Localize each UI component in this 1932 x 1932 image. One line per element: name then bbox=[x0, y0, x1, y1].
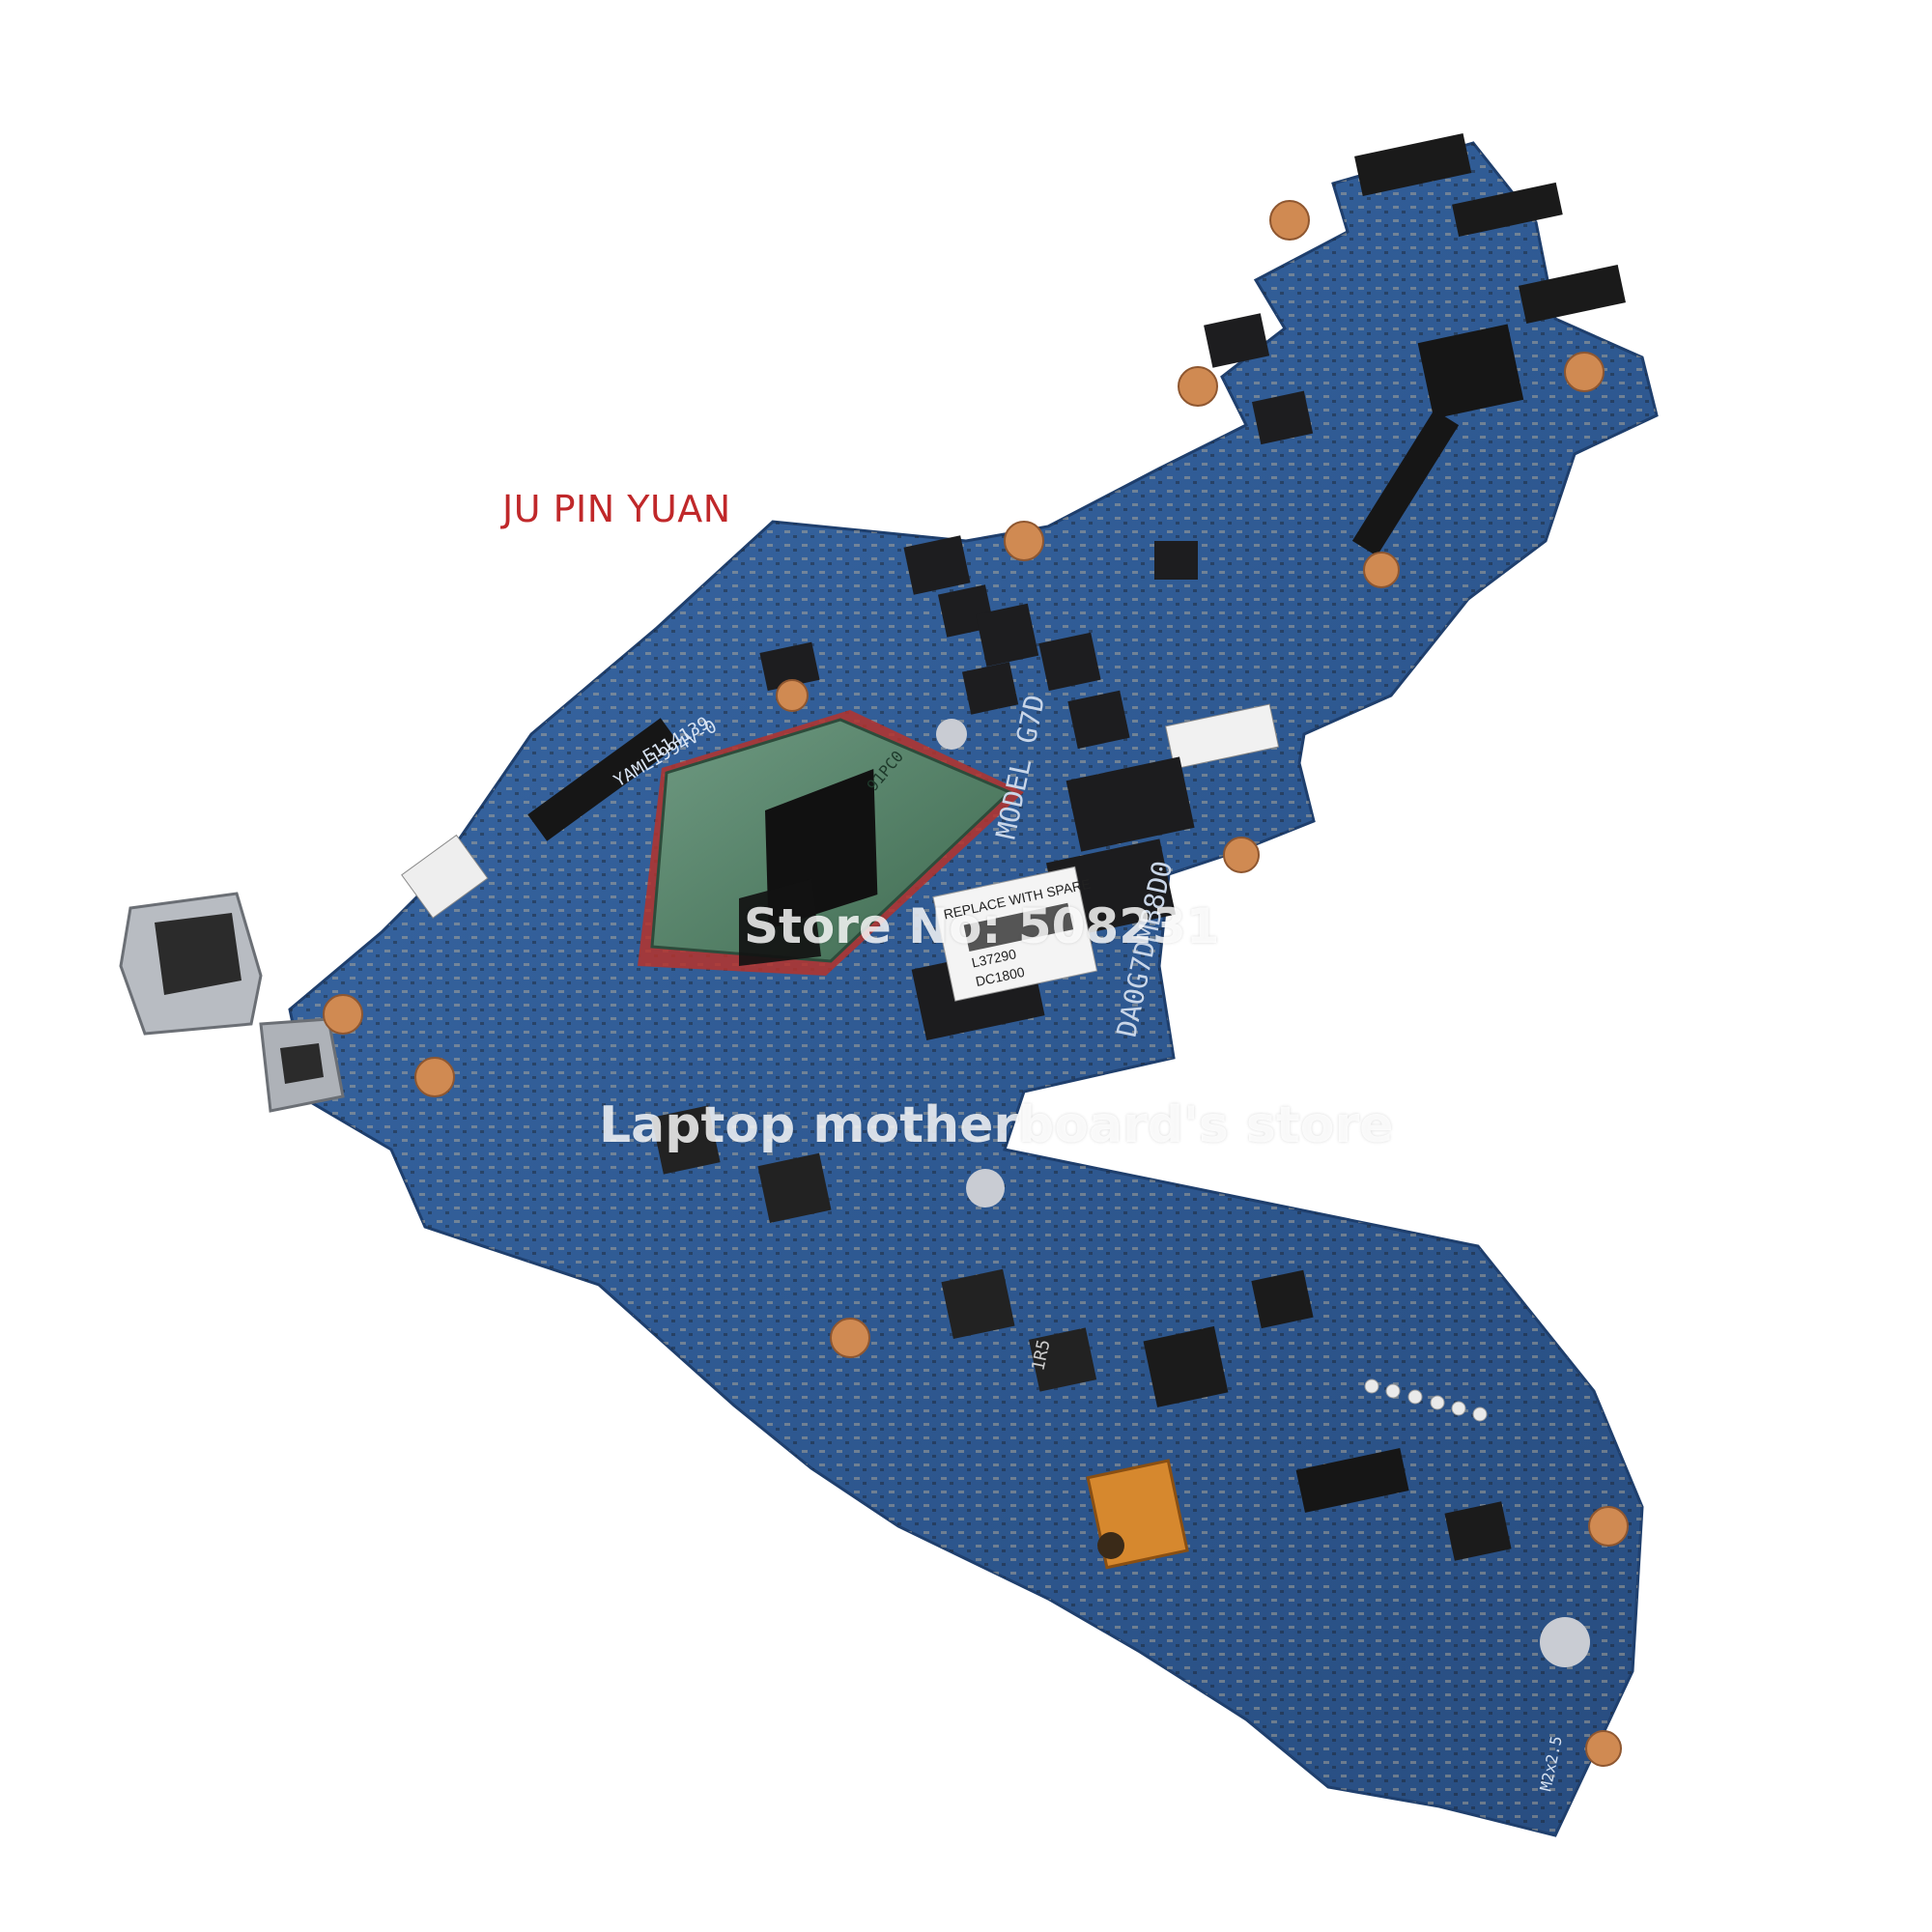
pin-header-holes bbox=[1364, 1378, 1488, 1422]
mounting-holes bbox=[323, 200, 1629, 1767]
audio-jack bbox=[1086, 1459, 1189, 1570]
gray-pads bbox=[936, 719, 1590, 1667]
m2-connector-top bbox=[1351, 132, 1626, 556]
inductors-lower: 1R5 bbox=[651, 1105, 1512, 1561]
replacement-sticker: REPLACE WITH SPARE L37290 DC1800 bbox=[932, 866, 1098, 1002]
vrm-chips-upper bbox=[759, 313, 1314, 750]
io-ports-left bbox=[119, 892, 345, 1113]
bottom-connector bbox=[1295, 1448, 1409, 1513]
store-tagline-watermark: Laptop motherboard's store bbox=[599, 1096, 1394, 1154]
store-number-watermark: Store No: 508231 bbox=[744, 898, 1220, 954]
cpu-package: 91PC0 bbox=[638, 710, 1024, 976]
ribbon-connectors bbox=[401, 703, 1280, 919]
brand-label: JU PIN YUAN bbox=[502, 488, 731, 530]
